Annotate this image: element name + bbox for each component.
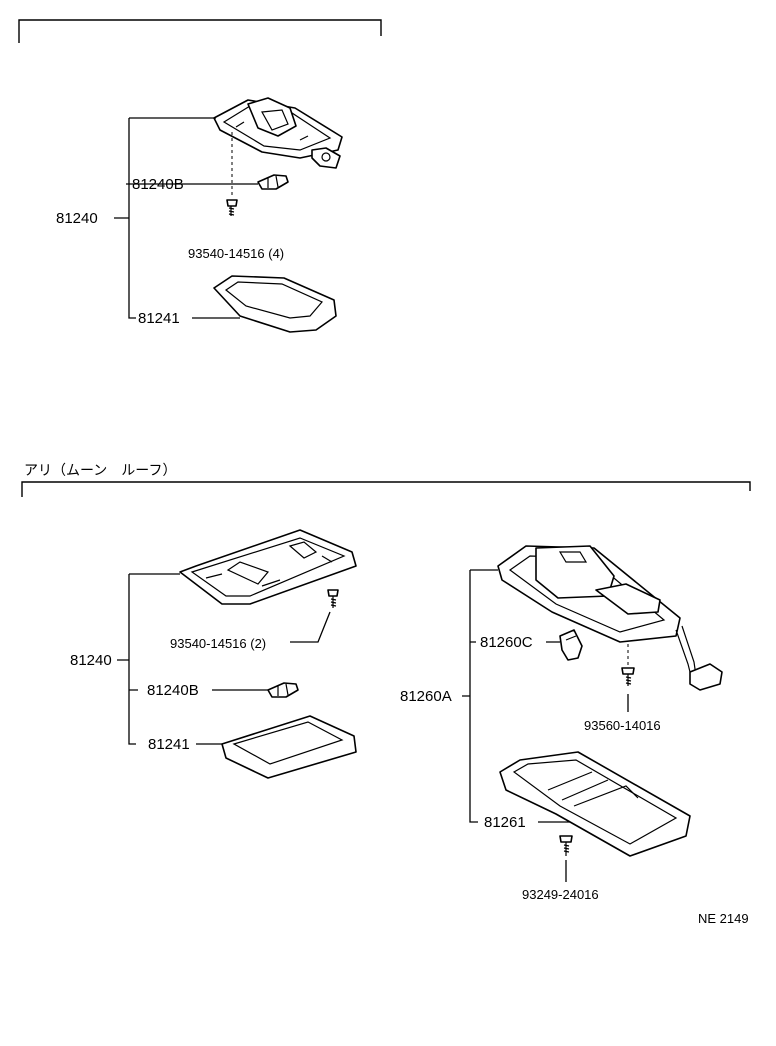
top-lens	[213, 275, 337, 333]
right-lower-screw-label: 93249-24016	[522, 887, 599, 902]
top-bulb-label: 81240B	[132, 176, 184, 193]
right-screw-label: 93560-14016	[584, 718, 661, 733]
left-lens	[221, 715, 357, 779]
dome-lamp-housing-left	[179, 529, 357, 605]
moonroof-section-header: アリ（ムーン ルーフ）	[24, 463, 177, 479]
left-bulb-label: 81240B	[147, 682, 199, 699]
top-assembly-label: 81240	[56, 210, 98, 227]
top-section-bracket	[18, 19, 382, 43]
right-lower-screw	[559, 835, 573, 856]
dome-lamp-housing-right	[497, 545, 723, 691]
right-lens	[499, 751, 691, 857]
right-lens-label: 81261	[484, 814, 526, 831]
right-assembly-label: 81260A	[400, 688, 452, 705]
dome-lamp-housing-top	[213, 97, 343, 169]
right-bulb	[559, 629, 583, 661]
top-screw	[226, 199, 238, 216]
top-bulb	[257, 174, 289, 190]
left-lens-label: 81241	[148, 736, 190, 753]
left-bulb	[267, 682, 299, 698]
top-lens-label: 81241	[138, 310, 180, 327]
top-screw-label: 93540-14516 (4)	[188, 246, 285, 261]
bottom-section-bracket	[21, 481, 751, 497]
left-screw	[327, 589, 339, 608]
figure-code: NE 2149	[698, 911, 749, 926]
right-screw	[621, 667, 635, 686]
right-bulb-label: 81260C	[480, 634, 533, 651]
left-assembly-label: 81240	[70, 652, 112, 669]
left-screw-label: 93540-14516 (2)	[170, 636, 267, 651]
